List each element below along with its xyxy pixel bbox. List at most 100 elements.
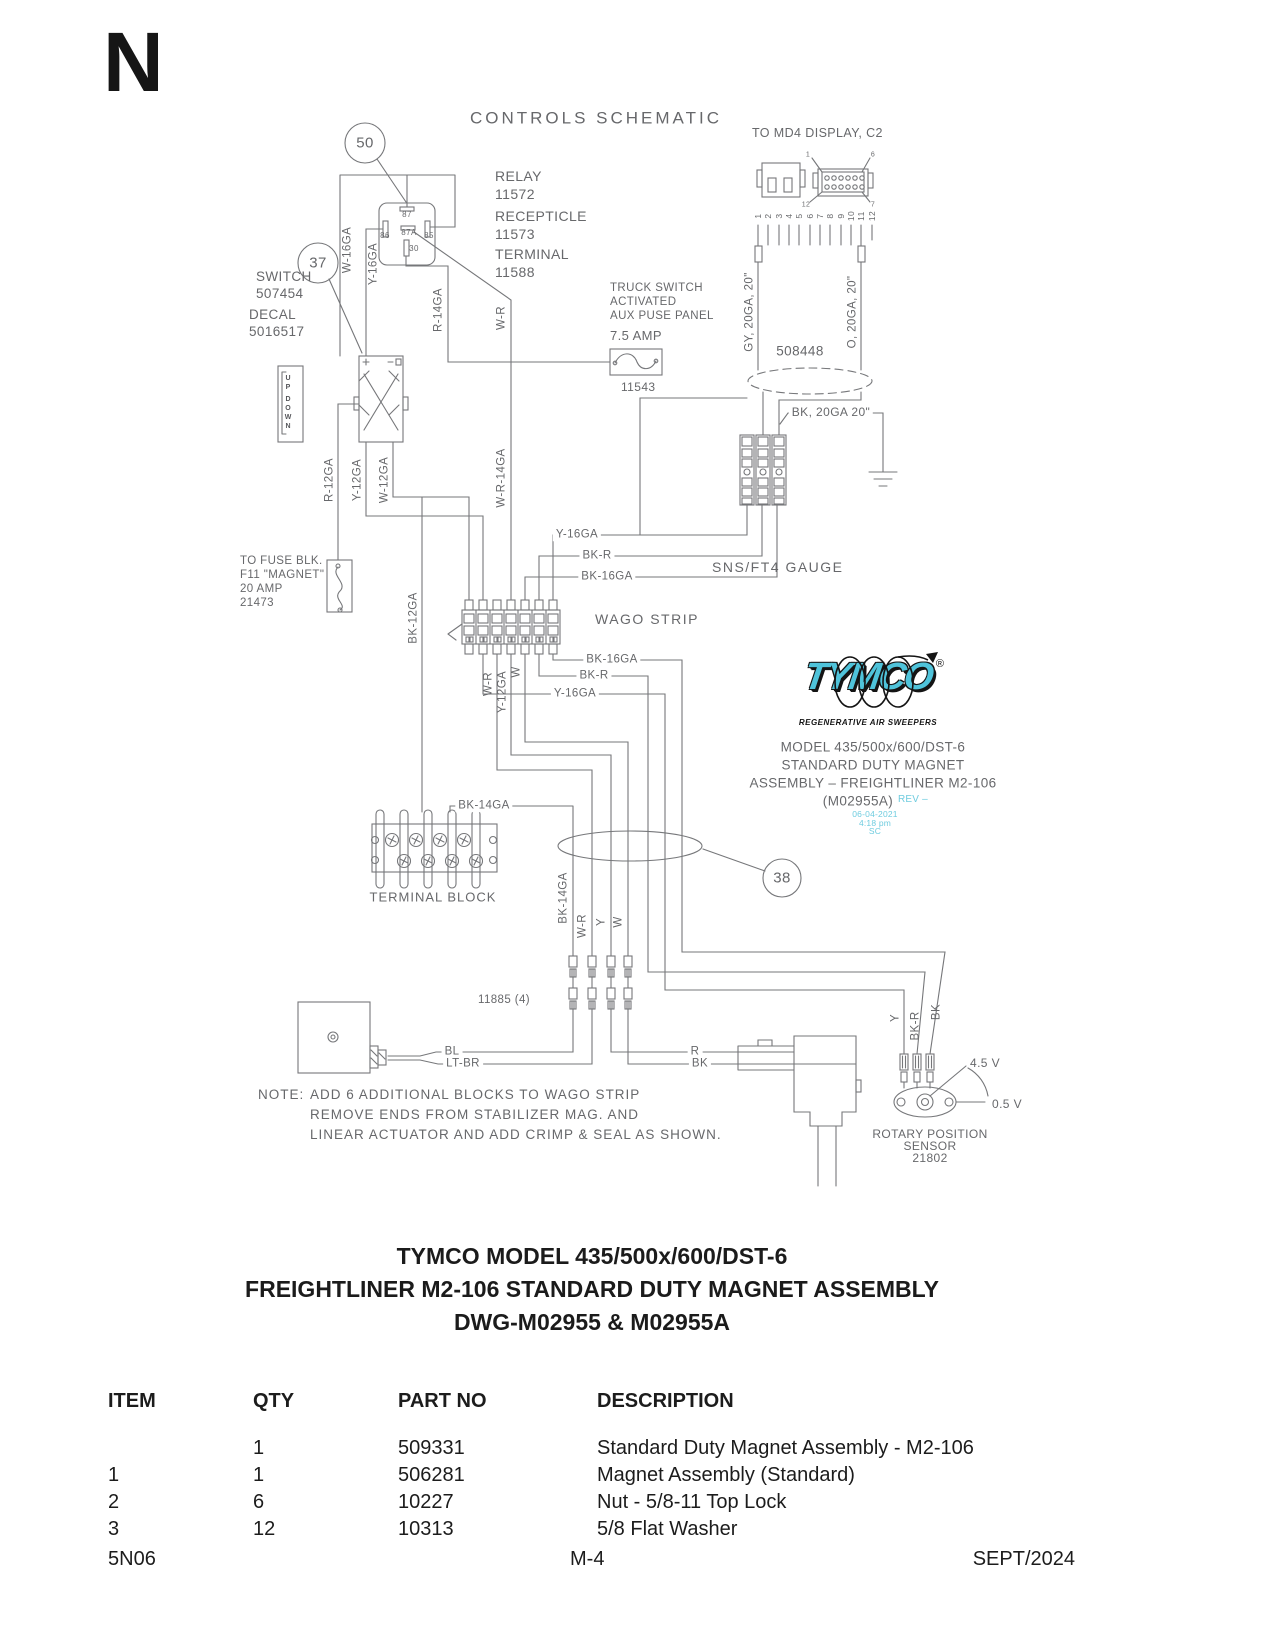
gauge-block bbox=[739, 434, 755, 506]
schematic-label: BK, 20GA 20" bbox=[788, 406, 874, 418]
schematic-label: ADD 6 ADDITIONAL BLOCKS TO WAGO STRIP bbox=[310, 1087, 641, 1102]
schematic-label: 87A bbox=[401, 228, 417, 237]
cell-part-no: 509331 bbox=[398, 1437, 465, 1459]
crimp-connector bbox=[623, 955, 633, 1017]
schematic-label: W-R bbox=[576, 914, 589, 938]
decal-down: DOWN bbox=[284, 396, 292, 432]
parts-table-header: ITEM QTY PART NO DESCRIPTION bbox=[108, 1390, 1108, 1413]
gauge-block bbox=[755, 434, 771, 506]
cell-qty: 1 bbox=[253, 1437, 265, 1459]
cell-qty: 1 bbox=[253, 1464, 265, 1486]
cell-item: 1 bbox=[108, 1464, 120, 1486]
callout-circle-38 bbox=[762, 858, 802, 898]
md4-pin-label: 2 bbox=[762, 213, 773, 219]
footer-page-code: 5N06 bbox=[108, 1548, 156, 1570]
footer-date: SEPT/2024 bbox=[972, 1548, 1075, 1570]
md4-pin-label: 7 bbox=[814, 213, 825, 219]
schematic-label: 5016517 bbox=[249, 324, 305, 339]
crimp-connector bbox=[568, 955, 578, 1017]
schematic-label: Y-16GA bbox=[550, 688, 600, 700]
schematic-label: SNS/FT4 GAUGE bbox=[712, 559, 844, 575]
schematic-label: MODEL 435/500x/600/DST-6 bbox=[780, 739, 966, 755]
schematic-label: LT-BR bbox=[443, 1058, 483, 1070]
schematic-label: BK-R bbox=[909, 1011, 922, 1041]
schematic-label: Y bbox=[889, 1013, 902, 1023]
sensor-pin bbox=[899, 1053, 909, 1083]
logo-swoosh bbox=[834, 652, 938, 708]
table-row: 1 509331 Standard Duty Magnet Assembly -… bbox=[108, 1437, 1108, 1460]
footer-page-number: M-4 bbox=[570, 1548, 605, 1570]
cell-item bbox=[108, 1437, 253, 1460]
schematic-label: (M02955A) bbox=[822, 793, 894, 809]
callout-38: 38 bbox=[773, 869, 791, 887]
schematic-label: SENSOR bbox=[903, 1139, 957, 1153]
md4-pin-label: 10 bbox=[845, 210, 856, 222]
md4-pin-label: 5 bbox=[793, 213, 804, 219]
schematic-label: 508448 bbox=[776, 343, 824, 359]
schematic-label: BK-R bbox=[579, 550, 615, 562]
terminal-block-symbol bbox=[371, 823, 498, 873]
schematic-label: 21802 bbox=[912, 1151, 948, 1165]
voltage-arc bbox=[929, 1065, 989, 1103]
schematic-label: 1 bbox=[805, 151, 811, 159]
schematic-label: ACTIVATED bbox=[610, 296, 677, 308]
callout-circle-50 bbox=[344, 122, 386, 164]
cell-part-no: 10313 bbox=[398, 1518, 454, 1540]
schematic-label: 20 AMP bbox=[240, 583, 283, 595]
crimp-connector bbox=[606, 955, 616, 1017]
schematic-label: 11573 bbox=[495, 226, 535, 242]
decal-symbol bbox=[277, 365, 304, 443]
schematic-label: BK bbox=[930, 1003, 943, 1021]
schematic-label: F11 "MAGNET" bbox=[240, 569, 325, 581]
schematic-label: W bbox=[510, 666, 523, 678]
md4-pin-label: 6 bbox=[804, 213, 815, 219]
schematic-label: DECAL bbox=[249, 307, 297, 322]
schematic-label: R-12GA bbox=[323, 458, 336, 502]
table-row: 3 12 10313 5/8 Flat Washer bbox=[108, 1518, 1108, 1541]
schematic-label: SC bbox=[868, 825, 882, 836]
schematic-label: 11572 bbox=[495, 186, 535, 202]
schematic-label: Y-12GA bbox=[351, 458, 364, 502]
schematic-label: BL bbox=[441, 1046, 463, 1058]
logo-tagline: REGENERATIVE AIR SWEEPERS bbox=[798, 718, 938, 727]
schematic-label: Y-12GA bbox=[496, 670, 509, 714]
schematic-label: 86 bbox=[380, 231, 390, 240]
md4-pin-label: 8 bbox=[824, 213, 835, 219]
schematic-label: WAGO STRIP bbox=[595, 611, 699, 627]
ground-symbol bbox=[868, 471, 898, 487]
schematic-label: 7 bbox=[870, 201, 876, 209]
schematic-label: 507454 bbox=[256, 286, 304, 301]
decal-up: UP bbox=[284, 375, 292, 393]
schematic-label: 30 bbox=[409, 244, 419, 253]
schematic-label: W bbox=[612, 916, 625, 928]
title-block: TYMCO MODEL 435/500x/600/DST-6 FREIGHTLI… bbox=[0, 1240, 1184, 1339]
schematic-label: Y-16GA bbox=[367, 242, 380, 286]
header-description: DESCRIPTION bbox=[597, 1390, 734, 1412]
schematic-label: SWITCH bbox=[256, 269, 312, 284]
schematic-label: GY, 20GA, 20" bbox=[743, 272, 756, 352]
md4-pin-label: 4 bbox=[783, 213, 794, 219]
cell-item: 2 bbox=[108, 1491, 120, 1513]
sensor-flange bbox=[893, 1086, 957, 1118]
md4-pin-label: 12 bbox=[866, 210, 877, 222]
schematic-label: TO FUSE BLK. bbox=[240, 555, 323, 567]
schematic-label: W-R-14GA bbox=[495, 448, 508, 508]
sensor-pin bbox=[912, 1053, 922, 1083]
schematic-label: 0.5 V bbox=[992, 1097, 1023, 1111]
md4-pin-label: 1 bbox=[752, 213, 763, 219]
cell-description: 5/8 Flat Washer bbox=[597, 1518, 738, 1540]
schematic-label: REV – bbox=[898, 794, 928, 805]
schematic-label: 85 bbox=[424, 231, 434, 240]
schematic-label: 6 bbox=[870, 151, 876, 159]
cell-description: Magnet Assembly (Standard) bbox=[597, 1464, 855, 1486]
schematic-label: 87 bbox=[402, 210, 412, 219]
md4-display-label: TO MD4 DISPLAY, C2 bbox=[752, 126, 883, 140]
schematic-label: W-16GA bbox=[341, 226, 354, 274]
switch-symbol bbox=[358, 355, 404, 443]
cell-part-no: 10227 bbox=[398, 1491, 454, 1513]
section-letter: N bbox=[103, 15, 164, 109]
tymco-logo: TYMCO ® REGENERATIVE AIR SWEEPERS bbox=[798, 652, 944, 738]
schematic-label: W-R bbox=[495, 306, 508, 330]
cell-description: Nut - 5/8-11 Top Lock bbox=[597, 1491, 787, 1513]
